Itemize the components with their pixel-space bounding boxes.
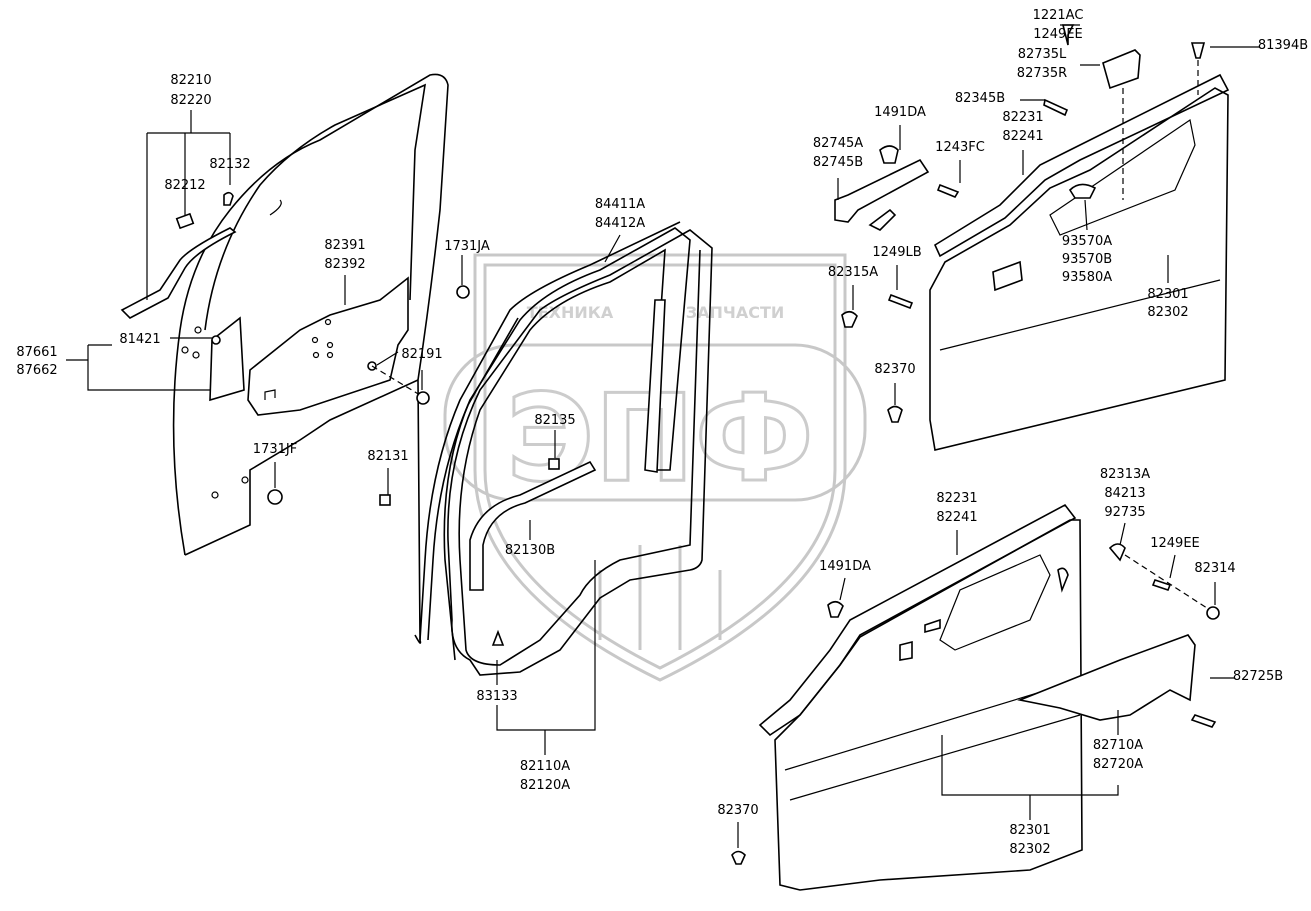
watermark-text-2: ЗАПЧАСТИ	[686, 303, 785, 322]
label-82710a: 82710A	[1093, 738, 1143, 753]
label-82302-top: 82302	[1147, 305, 1188, 320]
label-82313a: 82313A	[1100, 467, 1150, 482]
front-door-frame	[172, 73, 449, 644]
label-82392: 82392	[324, 257, 365, 272]
label-82301-top: 82301	[1147, 287, 1188, 302]
label-82212: 82212	[164, 178, 205, 193]
label-82120a: 82120A	[520, 778, 570, 793]
label-93570b: 93570B	[1062, 252, 1112, 267]
delta-cover	[209, 316, 245, 402]
label-84411a: 84411A	[595, 197, 645, 212]
label-82725b: 82725B	[1233, 669, 1283, 684]
label-1249ee: 1249EE	[1150, 536, 1200, 551]
part-labels: 82210 82220 82212 82132 82391 82392 1731…	[16, 8, 1308, 857]
label-1243fc: 1243FC	[935, 140, 985, 155]
label-93570a: 93570A	[1062, 234, 1112, 249]
label-82130b: 82130B	[505, 543, 555, 558]
bracket-82745	[834, 145, 960, 423]
label-82314: 82314	[1194, 561, 1235, 576]
rear-door-trim-top	[929, 24, 1230, 451]
label-82735l: 82735L	[1018, 47, 1067, 62]
clip-82131	[379, 494, 391, 506]
label-93580a: 93580A	[1062, 270, 1112, 285]
door-moulding	[120, 191, 237, 319]
label-82370-top: 82370	[874, 362, 915, 377]
label-82391: 82391	[324, 238, 365, 253]
label-1249ee-top: 1249EE	[1033, 27, 1083, 42]
plug-1731jf	[267, 489, 283, 505]
label-82191: 82191	[401, 347, 442, 362]
label-84213: 84213	[1104, 486, 1145, 501]
leader-lines	[66, 24, 1260, 848]
label-81421: 81421	[119, 332, 160, 347]
label-82220: 82220	[170, 93, 211, 108]
label-1731jf: 1731JF	[253, 442, 297, 457]
label-1249lb: 1249LB	[872, 245, 921, 260]
label-82745a: 82745A	[813, 136, 863, 151]
label-82132: 82132	[209, 157, 250, 172]
label-82735r: 82735R	[1017, 66, 1067, 81]
label-82315a: 82315A	[828, 265, 878, 280]
label-87661: 87661	[16, 345, 57, 360]
rear-door-trim-bottom	[731, 503, 1220, 891]
label-82131: 82131	[367, 449, 408, 464]
label-83133: 83133	[476, 689, 517, 704]
label-84412a: 84412A	[595, 216, 645, 231]
label-82241-top: 82241	[1002, 129, 1043, 144]
watermark-text-1: ТЕХНИКА	[527, 303, 614, 322]
label-1491da-bot: 1491DA	[819, 559, 871, 574]
plug-1731ja	[456, 285, 470, 299]
label-82370-bot: 82370	[717, 803, 758, 818]
label-82301-bot: 82301	[1009, 823, 1050, 838]
door-weatherstrip	[419, 221, 713, 676]
label-82231-top: 82231	[1002, 110, 1043, 125]
label-82231-bot: 82231	[936, 491, 977, 506]
label-82720a: 82720A	[1093, 757, 1143, 772]
label-1731ja: 1731JA	[444, 239, 490, 254]
door-sealing-cover	[247, 276, 430, 416]
label-82210: 82210	[170, 73, 211, 88]
label-1491da-top: 1491DA	[874, 105, 926, 120]
label-82345b: 82345B	[955, 91, 1005, 106]
label-82302-bot: 82302	[1009, 842, 1050, 857]
clip-82135	[548, 458, 560, 470]
label-1221ac: 1221AC	[1033, 8, 1084, 23]
label-82135: 82135	[534, 413, 575, 428]
label-82241-bot: 82241	[936, 510, 977, 525]
label-87662: 87662	[16, 363, 57, 378]
label-82745b: 82745B	[813, 155, 863, 170]
label-81394b: 81394B	[1258, 38, 1308, 53]
label-82110a: 82110A	[520, 759, 570, 774]
label-92735: 92735	[1104, 505, 1145, 520]
